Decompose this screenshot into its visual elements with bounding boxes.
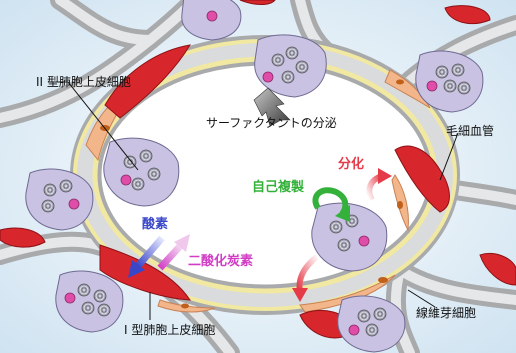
differentiation-arrow-up: [366, 168, 392, 202]
differentiation-arrow-down: [292, 253, 320, 302]
surfactant-arrow: [253, 87, 291, 127]
oxygen-label: 酸素: [142, 217, 169, 232]
oxygen-arrow: [128, 235, 165, 278]
type2-cells: [25, 0, 484, 353]
fibroblast-label: 線維芽細胞: [416, 306, 477, 320]
surfactant-label: サーファクタントの分泌: [206, 116, 337, 130]
co2-label: 二酸化炭素: [188, 254, 254, 269]
type2-cell-label: II 型肺胞上皮細胞: [36, 75, 131, 89]
capillary-label: 毛細血管: [446, 124, 495, 138]
differentiation-label: 分化: [338, 157, 365, 172]
type1-cell-label: I 型肺胞上皮細胞: [124, 323, 216, 337]
leader-lines: [48, 81, 459, 320]
self-renewal-arrow: [312, 187, 350, 222]
co2-arrow: [157, 234, 190, 271]
self-renewal-label: 自己複製: [252, 180, 305, 195]
